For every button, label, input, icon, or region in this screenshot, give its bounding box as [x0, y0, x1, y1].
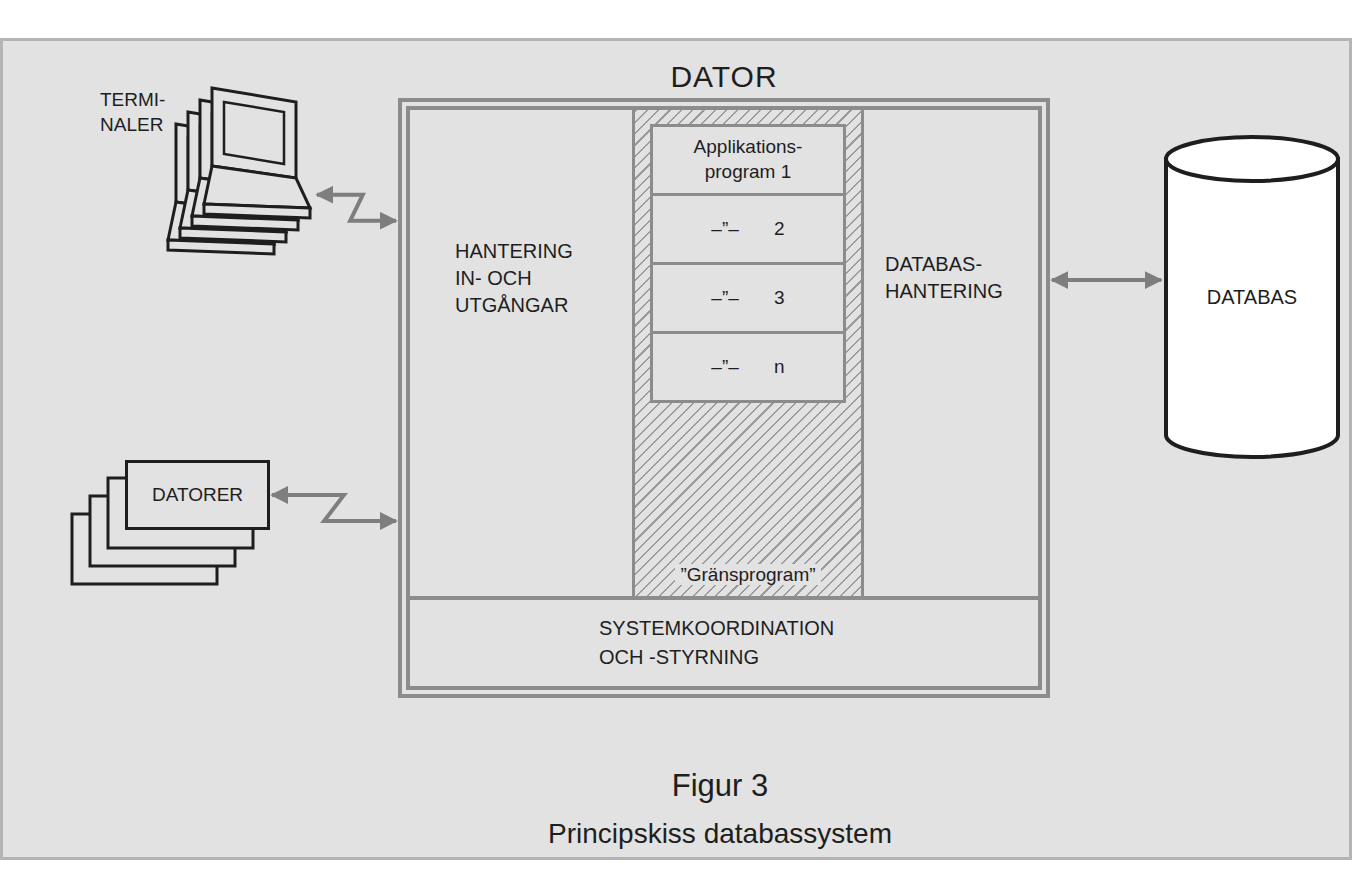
application-box: Applikations- program 1 — [650, 124, 846, 196]
node-label: –”– 2 — [673, 217, 823, 242]
connector-arrow — [1052, 278, 1161, 282]
application-box: –”– 2 — [650, 193, 846, 265]
system-section: SYSTEMKOORDINATION OCH -STYRNING — [410, 596, 1038, 686]
terminal-stack — [168, 88, 310, 254]
data-link-arrow — [317, 195, 396, 221]
data-link-arrow — [272, 495, 396, 521]
node-label: –”– 3 — [673, 286, 823, 311]
database-cylinder: DATABAS — [1163, 135, 1341, 460]
figure-caption: Principskiss databassystem — [548, 818, 892, 850]
application-box: –”– 3 — [650, 262, 846, 334]
cylinder-top — [1166, 137, 1338, 181]
application-box: –”– n — [650, 331, 846, 403]
node-label: HANTERING IN- OCH UTGÅNGAR — [455, 238, 587, 319]
io-section: HANTERING IN- OCH UTGÅNGAR — [410, 110, 632, 596]
computer-box: DATORHANTERING IN- OCH UTGÅNGAR”Gränspro… — [398, 98, 1050, 698]
node-label: DATABAS — [1207, 286, 1297, 309]
figure-number: Figur 3 — [672, 768, 768, 804]
node-heading: DATOR — [410, 60, 1038, 94]
boundary-zone: ”Gränsprogram” Applikations- program 1 –”–… — [632, 110, 864, 596]
database-section: DATABAS- HANTERING — [864, 110, 1038, 596]
cylinder-body — [1166, 157, 1338, 457]
node-label: –”– n — [673, 355, 823, 380]
node-label: ”Gränsprogram” — [635, 564, 861, 586]
node-label: SYSTEMKOORDINATION OCH -STYRNING — [599, 614, 849, 672]
node-label: TERMI- NALER — [100, 88, 165, 137]
node-label: DATABAS- HANTERING — [885, 251, 1017, 305]
node-label: Applikations- program 1 — [673, 135, 823, 184]
computer-box-front: DATORER — [125, 460, 270, 530]
terminal-group: TERMI- NALER — [100, 80, 315, 265]
node-label: DATORER — [152, 484, 243, 506]
computer-stack — [72, 478, 253, 584]
